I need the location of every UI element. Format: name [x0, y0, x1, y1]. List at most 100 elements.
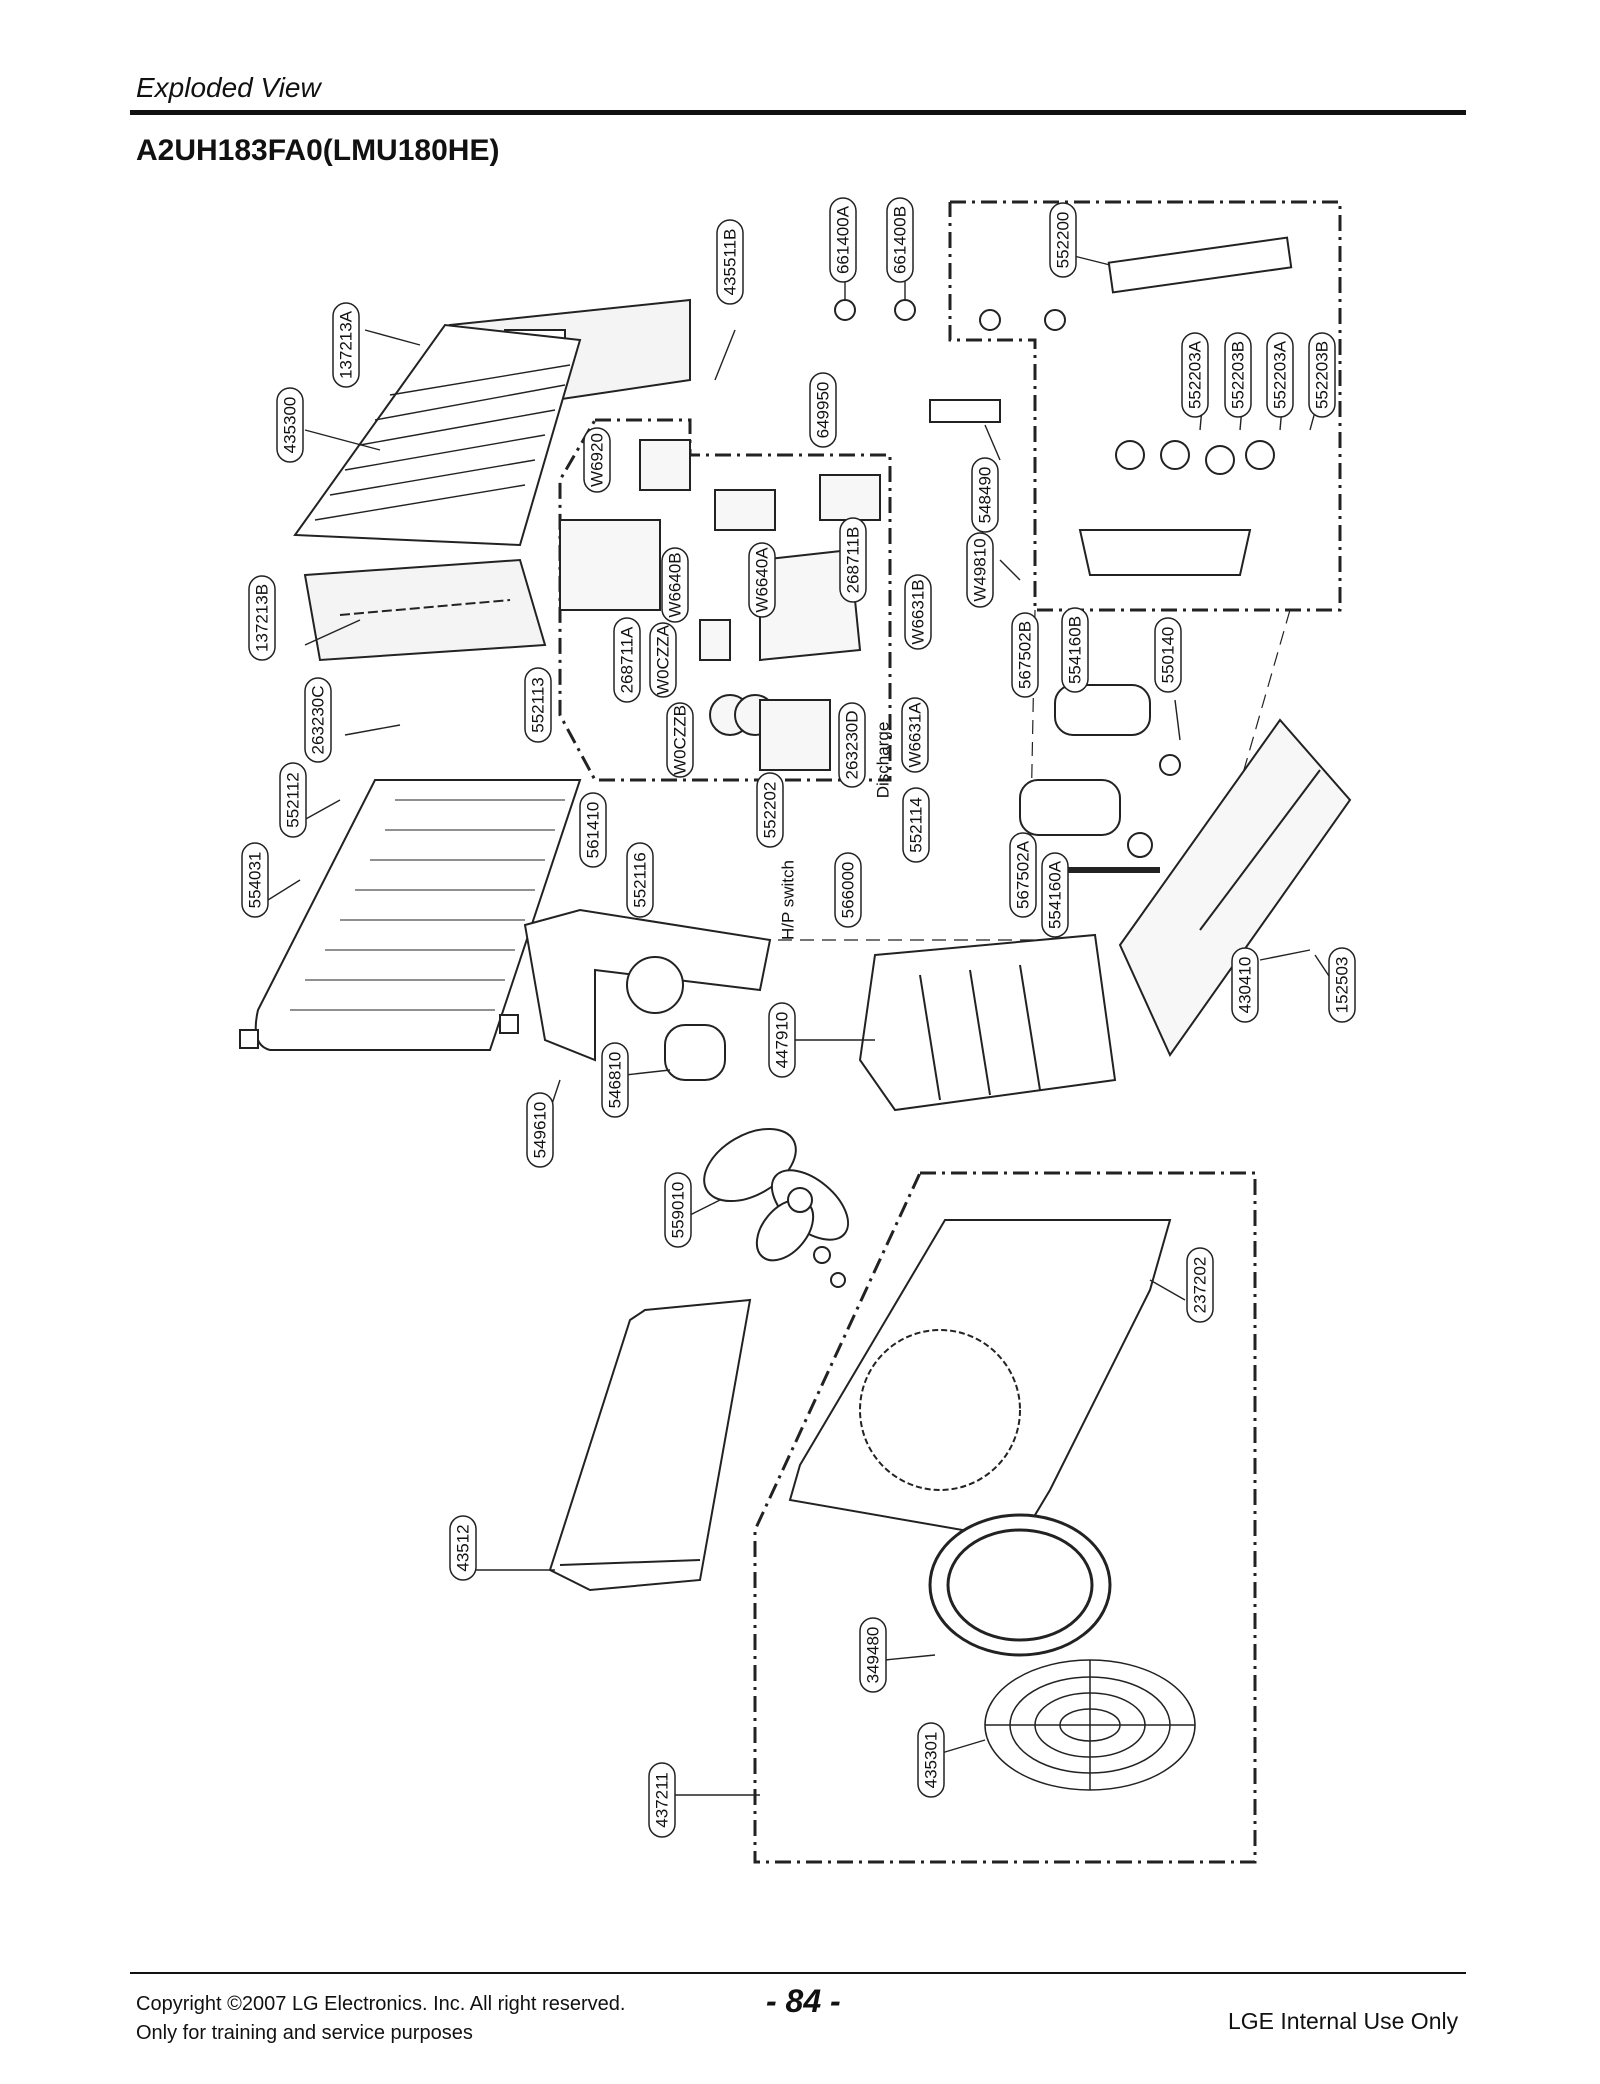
part-label-p237202: 237202 [1186, 1247, 1214, 1323]
part-label-text: 430410 [1236, 957, 1255, 1014]
part-label-text: 237202 [1191, 1257, 1210, 1314]
side-panel-137213B-part [303, 558, 547, 662]
part-label-text: 435511B [721, 229, 740, 296]
part-label-text: W6631B [909, 579, 928, 644]
part-label-p552112: 552112 [279, 762, 307, 838]
part-label-p435300: 435300 [276, 387, 304, 463]
model-title: A2UH183FA0(LMU180HE) [136, 134, 500, 167]
part-label-p552116: 552116 [626, 842, 654, 918]
part-label-p268711B: 268711B [839, 517, 867, 603]
part-label-text: 263230D [843, 710, 862, 779]
part-label-text: W49810 [971, 538, 990, 601]
part-label-text: 268711A [618, 626, 637, 693]
part-label-text: 437211 [653, 1772, 672, 1827]
valves-part [834, 236, 1293, 576]
part-label-text: W0CZZA [654, 624, 673, 695]
header-rule [130, 110, 1466, 115]
part-label-text: 552113 [529, 677, 548, 732]
part-label-text: 649950 [814, 382, 833, 439]
part-label-pW6920: W6920 [583, 427, 611, 493]
part-label-p447910: 447910 [768, 1002, 796, 1078]
guard-435301-part [984, 1659, 1196, 1791]
part-label-p649950: 649950 [809, 372, 837, 448]
part-label-p661400B: 661400B [886, 197, 914, 283]
part-label-p552203A_2: 552203A [1266, 332, 1294, 418]
part-label-pW0CZZB: W0CZZB [666, 702, 694, 778]
part-label-text: 137213A [337, 310, 356, 379]
part-label-p43512: 43512 [449, 1515, 477, 1581]
part-label-text: Discharge [874, 722, 893, 799]
part-label-pW6640B: W6640B [661, 547, 689, 623]
part-label-text: 552203B [1229, 341, 1248, 409]
part-label-text: 549610 [531, 1102, 550, 1159]
part-label-text: 552116 [631, 852, 650, 907]
part-label-p552203B_1: 552203B [1224, 332, 1252, 418]
part-label-text: 349480 [864, 1627, 883, 1684]
part-label-p152503: 152503 [1328, 947, 1356, 1023]
part-label-text: 554031 [246, 852, 265, 909]
part-label-p435511B: 435511B [716, 219, 744, 305]
part-label-p554031: 554031 [241, 842, 269, 918]
training-note: Only for training and service purposes [136, 2022, 473, 2044]
fan-559010-part [703, 1127, 850, 1288]
part-label-p552203A_1: 552203A [1181, 332, 1209, 418]
part-label-p567502A: 567502A [1009, 832, 1037, 918]
part-label-p137213B: 137213B [248, 575, 276, 661]
part-label-text: W6920 [588, 433, 607, 487]
part-label-pW6631A: W6631A [901, 697, 929, 773]
part-label-p552113: 552113 [524, 667, 552, 743]
part-label-text: 552200 [1054, 212, 1073, 269]
part-label-text: 268711B [844, 527, 863, 594]
part-label-pW6640A: W6640A [748, 542, 776, 618]
part-label-p552202: 552202 [756, 772, 784, 848]
part-label-text: W6631A [906, 702, 925, 768]
electrical-components-part [559, 439, 881, 771]
part-label-text: 552114 [907, 797, 926, 852]
part-label-pDischarge: Discharge [874, 722, 893, 799]
front-panel-group-outline [753, 1171, 1257, 1864]
part-label-text: 548490 [976, 467, 995, 524]
page-number: - 84 - [766, 1983, 841, 2019]
part-label-text: 561410 [584, 802, 603, 859]
part-label-pW6631B: W6631B [904, 574, 932, 650]
section-title: Exploded View [136, 72, 321, 103]
barrier-447910-part [858, 933, 1117, 1112]
part-label-text: 435301 [922, 1732, 941, 1789]
part-label-text: 447910 [773, 1012, 792, 1069]
part-label-text: 567502A [1014, 840, 1033, 909]
part-label-p554160B: 554160B [1061, 607, 1089, 693]
part-label-p435301: 435301 [917, 1722, 945, 1798]
valve-group-outline [948, 200, 1342, 612]
part-label-text: 435300 [281, 397, 300, 454]
part-label-p549610: 549610 [526, 1092, 554, 1168]
part-label-pW0CZZA: W0CZZA [649, 622, 677, 698]
part-label-text: H/P switch [779, 860, 798, 940]
part-label-text: 152503 [1333, 957, 1352, 1014]
footer-rule [130, 1972, 1466, 1974]
side-grille-435300-part [293, 323, 582, 547]
part-label-text: 546810 [606, 1052, 625, 1109]
part-label-text: W6640B [666, 552, 685, 617]
part-label-p263230D: 263230D [838, 702, 866, 788]
part-label-text: 554160A [1046, 860, 1065, 929]
part-label-text: 552202 [761, 782, 780, 839]
part-label-p566000: 566000 [834, 852, 862, 928]
part-label-p268711A: 268711A [613, 617, 641, 703]
part-label-p437211: 437211 [648, 1762, 676, 1838]
part-label-pW49810: W49810 [966, 532, 994, 608]
orifice-349480-part [928, 1513, 1112, 1657]
part-label-p349480: 349480 [859, 1617, 887, 1693]
part-label-text: 566000 [839, 862, 858, 919]
part-label-p263230C: 263230C [304, 677, 332, 763]
part-label-p548490: 548490 [971, 457, 999, 533]
part-label-text: 661400B [891, 206, 910, 274]
part-label-p661400A: 661400A [829, 197, 857, 283]
part-label-text: 263230C [309, 685, 328, 754]
part-label-pHP_switch: H/P switch [779, 860, 798, 940]
part-label-text: 550140 [1159, 627, 1178, 684]
part-label-text: 552203A [1271, 340, 1290, 409]
cover-43512-part [548, 1298, 752, 1592]
part-label-p550140: 550140 [1154, 617, 1182, 693]
part-label-p552200: 552200 [1049, 202, 1077, 278]
